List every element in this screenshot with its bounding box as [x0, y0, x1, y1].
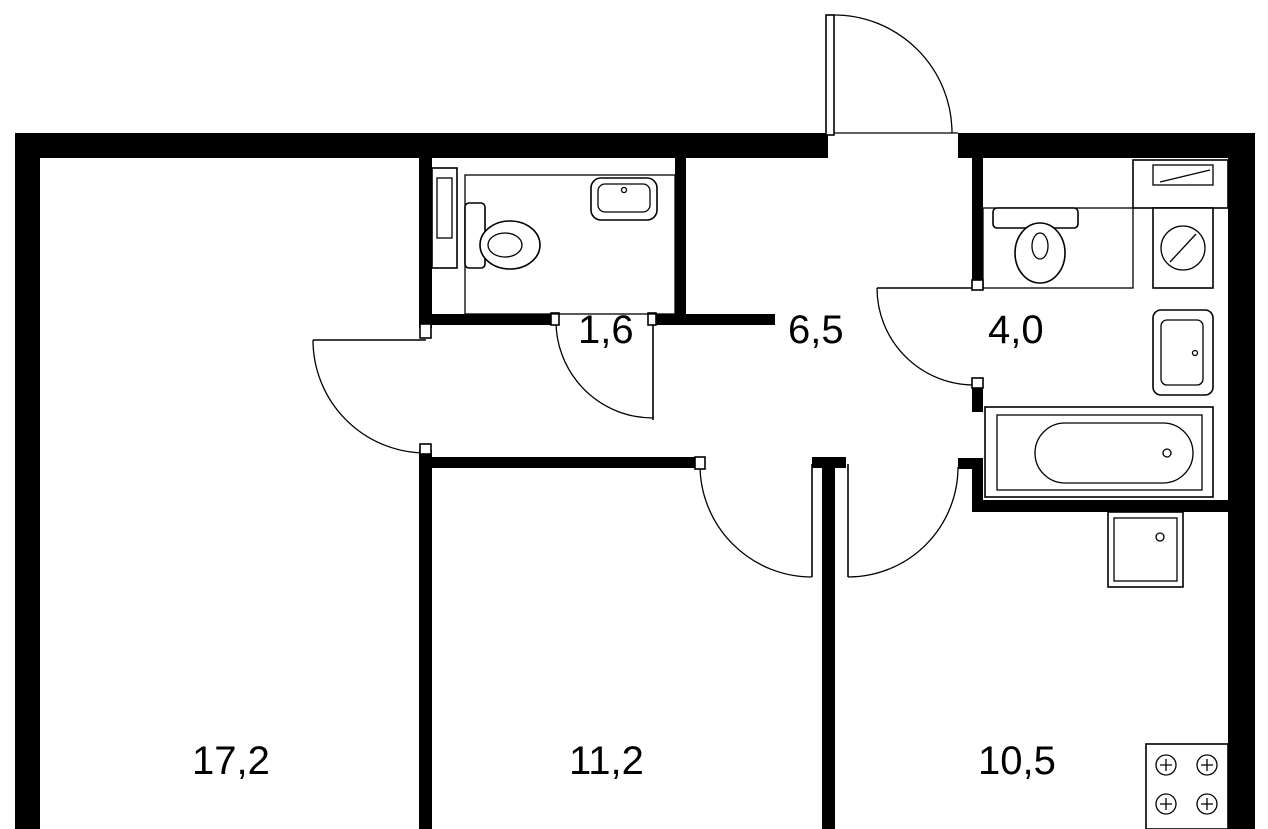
room-area-toilet: 1,6 [578, 308, 634, 352]
kitchen-sink-icon [1107, 511, 1184, 588]
room-area-living-room: 17,2 [192, 739, 270, 783]
interior-walls [419, 158, 1228, 829]
room-area-bathroom: 4,0 [988, 308, 1044, 352]
stove-icon [1145, 743, 1229, 829]
bathroom-sink-icon [1152, 309, 1214, 396]
room-area-kitchen: 10,5 [978, 739, 1056, 783]
kitchen-door [847, 464, 959, 578]
entrance-door-icon [825, 14, 958, 136]
outer-walls [15, 133, 1255, 829]
bathroom-door [876, 279, 984, 389]
living-room-door [312, 323, 432, 455]
toilet-door [550, 312, 657, 420]
room-area-hallway: 6,5 [788, 308, 844, 352]
water-heater-icon [431, 167, 458, 269]
room-area-bedroom: 11,2 [569, 739, 644, 783]
bathroom-toilet-icon [992, 207, 1079, 284]
washing-machine-icon [1152, 207, 1214, 289]
fridge-icon [1132, 159, 1229, 209]
bathtub-icon [984, 406, 1214, 498]
toilet-icon [464, 202, 541, 270]
bedroom-door [694, 456, 813, 578]
sink-icon [590, 177, 658, 221]
